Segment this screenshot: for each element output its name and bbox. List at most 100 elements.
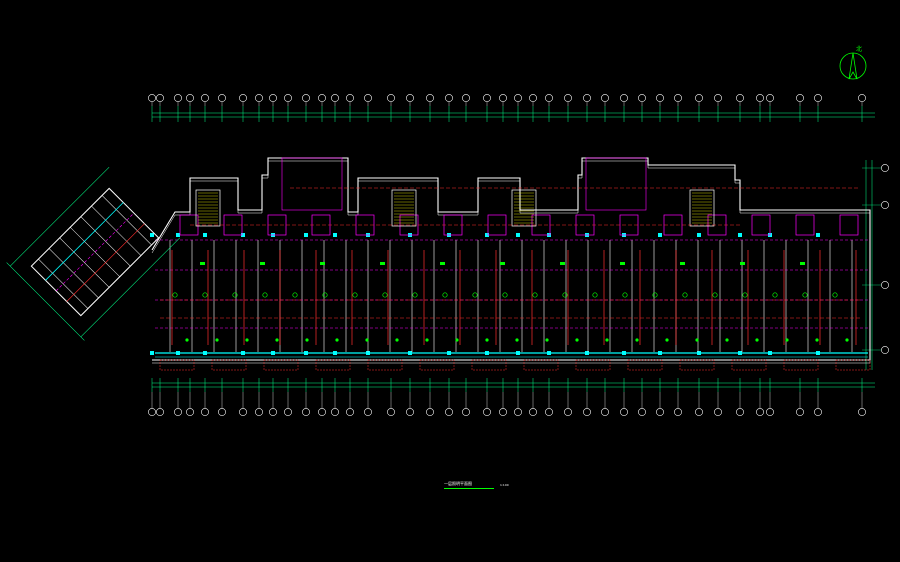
stair-core (281, 157, 343, 211)
axis-bubble-icon (483, 408, 491, 416)
column (271, 351, 275, 355)
light-fixture-icon (605, 338, 609, 342)
bay-window (523, 359, 559, 371)
column (547, 351, 551, 355)
column (516, 233, 520, 237)
bay-window (471, 359, 507, 371)
axis-bubble-icon (814, 408, 822, 416)
column (816, 233, 820, 237)
axis-bubble-icon (426, 94, 434, 102)
column (816, 351, 820, 355)
light-fixture-icon (772, 292, 778, 298)
service-room (443, 214, 463, 236)
distribution-panel-icon (320, 262, 325, 265)
column (176, 351, 180, 355)
axis-bubble-icon (346, 94, 354, 102)
column (485, 233, 489, 237)
axis-bubble-icon (346, 408, 354, 416)
axis-bubble-icon (695, 94, 703, 102)
axis-bubble-icon (174, 94, 182, 102)
axis-bubble-icon (387, 408, 395, 416)
column (738, 233, 742, 237)
angled-wing-group (6, 166, 181, 341)
light-fixture-icon (502, 292, 508, 298)
stairwell (689, 189, 715, 227)
column (333, 351, 337, 355)
light-fixture-icon (532, 292, 538, 298)
light-fixture-icon (352, 292, 358, 298)
axis-bubble-icon (426, 408, 434, 416)
axis-bubble-icon (318, 408, 326, 416)
axis-bubble-icon (406, 408, 414, 416)
light-fixture-icon (755, 338, 759, 342)
bay-window (575, 359, 611, 371)
axis-bubble-icon (156, 94, 164, 102)
axis-bubble-icon (201, 408, 209, 416)
drawing-title: 一层照明平面图 (444, 481, 472, 486)
light-fixture-icon (232, 292, 238, 298)
wing-line (55, 212, 135, 292)
light-fixture-icon (275, 338, 279, 342)
axis-bubble-icon (858, 94, 866, 102)
axis-bubble-icon (714, 94, 722, 102)
service-room (179, 214, 199, 236)
column (622, 351, 626, 355)
light-fixture-icon (665, 338, 669, 342)
axis-bubble-icon (881, 201, 889, 209)
light-fixture-icon (472, 292, 478, 298)
bay-window (159, 359, 195, 371)
axis-bubble-icon (756, 408, 764, 416)
angled-wing (6, 166, 181, 341)
exterior-wall-inner (151, 160, 871, 364)
column (485, 351, 489, 355)
distribution-panel-icon (800, 262, 805, 265)
bay-window (627, 359, 663, 371)
distribution-panel-icon (200, 262, 205, 265)
bay-window (783, 359, 819, 371)
light-fixture-icon (712, 292, 718, 298)
light-fixture-icon (515, 338, 519, 342)
light-fixture-icon (802, 292, 808, 298)
axis-bubble-icon (881, 346, 889, 354)
light-fixture-icon (292, 292, 298, 298)
distribution-panel-icon (440, 262, 445, 265)
light-fixture-icon (785, 338, 789, 342)
axis-bubble-icon (514, 408, 522, 416)
axis-bubble-icon (239, 94, 247, 102)
column (768, 351, 772, 355)
axis-bubble-icon (387, 94, 395, 102)
axis-bubble-icon (218, 408, 226, 416)
axis-bubble-icon (302, 408, 310, 416)
light-fixture-icon (365, 338, 369, 342)
light-fixture-icon (202, 292, 208, 298)
axis-bubble-icon (656, 408, 664, 416)
light-fixture-icon (322, 292, 328, 298)
column (241, 233, 245, 237)
axis-bubble-icon (174, 408, 182, 416)
axis-bubble-icon (656, 94, 664, 102)
column (333, 233, 337, 237)
axis-bubble-icon (156, 408, 164, 416)
light-fixture-icon (845, 338, 849, 342)
axis-bubble-icon (406, 94, 414, 102)
axis-bubble-icon (269, 94, 277, 102)
wing-line (6, 262, 85, 341)
light-fixture-icon (455, 338, 459, 342)
light-fixture-icon (832, 292, 838, 298)
column (658, 233, 662, 237)
axis-bubble-icon (269, 408, 277, 416)
light-fixture-icon (172, 292, 178, 298)
axis-bubble-icon (638, 408, 646, 416)
axis-bubble-icon (186, 94, 194, 102)
service-room (575, 214, 595, 236)
axis-bubble-icon (148, 408, 156, 416)
light-fixture-icon (215, 338, 219, 342)
lighting-circuits (160, 187, 860, 345)
column (150, 233, 154, 237)
axis-bubble-icon (483, 94, 491, 102)
distribution-panel-icon (380, 262, 385, 265)
distribution-panel-icon (680, 262, 685, 265)
column (738, 351, 742, 355)
axis-bubble-icon (583, 408, 591, 416)
